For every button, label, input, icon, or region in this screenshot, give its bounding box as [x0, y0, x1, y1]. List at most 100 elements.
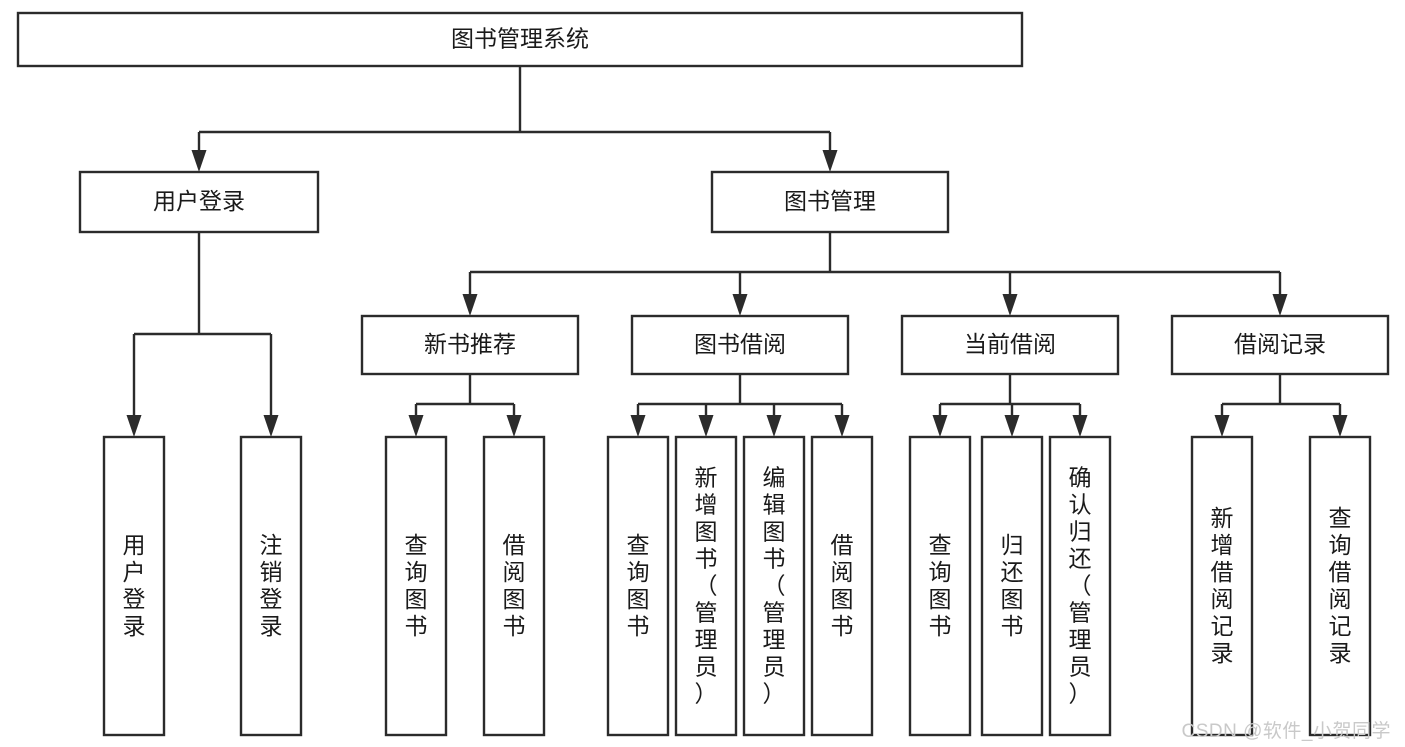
node-label-char: 归 [1069, 519, 1092, 545]
node-label-char: 注 [260, 532, 283, 558]
node-box-leaf-return-book[interactable] [980, 435, 1044, 737]
node-box-current-borrow[interactable] [900, 314, 1120, 376]
node-label-char: 管 [1069, 600, 1092, 626]
node-box-leaf-query-book-3[interactable] [908, 435, 972, 737]
arrow-head-icon [191, 150, 207, 172]
node-current-borrow[interactable]: 当前借阅 [900, 314, 1120, 376]
node-label-char: 图 [503, 586, 526, 612]
node-label-char: 理 [1069, 627, 1092, 653]
connector-layer [126, 66, 1348, 437]
node-label-char: 图 [627, 586, 650, 612]
node-leaf-add-record[interactable]: 新增借阅记录 [1190, 435, 1254, 737]
node-label-char: 询 [627, 559, 650, 585]
node-leaf-add-book[interactable]: 新增图书（管理员） [674, 435, 738, 737]
node-label-char: 询 [929, 559, 952, 585]
node-label-char: （ [1069, 573, 1092, 599]
connector-group [630, 374, 850, 437]
node-label-leaf-query-book-2: 查询图书 [627, 532, 650, 639]
node-leaf-query-book-3[interactable]: 查询图书 [908, 435, 972, 737]
node-leaf-edit-book[interactable]: 编辑图书（管理员） [742, 435, 806, 737]
node-box-leaf-borrow-book-1[interactable] [482, 435, 546, 737]
node-label-book-manage: 图书管理 [784, 188, 876, 214]
arrow-head-icon [1072, 415, 1088, 437]
arrow-head-icon [932, 415, 948, 437]
arrow-head-icon [1214, 415, 1230, 437]
node-label-char: （ [763, 573, 786, 599]
node-label-char: 录 [260, 613, 283, 639]
node-label-char: 书 [831, 613, 854, 639]
node-label-leaf-borrow-book-2: 借阅图书 [831, 532, 854, 639]
node-leaf-return-book[interactable]: 归还图书 [980, 435, 1044, 737]
node-leaf-query-book-1[interactable]: 查询图书 [384, 435, 448, 737]
node-box-borrow-record[interactable] [1170, 314, 1390, 376]
node-leaf-logout[interactable]: 注销登录 [239, 435, 303, 737]
node-book-borrow[interactable]: 图书借阅 [630, 314, 850, 376]
node-label-char: ） [763, 681, 786, 707]
node-label-char: 图 [763, 519, 786, 545]
node-label-leaf-confirm-return: 确认归还（管理员） [1069, 465, 1092, 707]
node-label-char: 还 [1001, 559, 1024, 585]
node-new-book-rec[interactable]: 新书推荐 [360, 314, 580, 376]
node-box-book-manage[interactable] [710, 170, 950, 234]
node-label-char: 书 [929, 613, 952, 639]
node-label-char: 借 [503, 532, 526, 558]
node-label-char: 查 [405, 532, 428, 558]
node-label-char: 借 [1329, 559, 1352, 585]
node-leaf-confirm-return[interactable]: 确认归还（管理员） [1048, 435, 1112, 737]
node-label-char: 辑 [763, 492, 786, 518]
arrow-head-icon [698, 415, 714, 437]
node-label-char: 借 [1211, 559, 1234, 585]
node-label-leaf-return-book: 归还图书 [1001, 532, 1024, 639]
node-box-leaf-add-book[interactable] [674, 435, 738, 737]
node-label-char: 用 [123, 532, 146, 558]
node-label-new-book-rec: 新书推荐 [424, 331, 516, 357]
arrow-head-icon [766, 415, 782, 437]
node-label-char: 图 [1001, 586, 1024, 612]
node-box-user-login[interactable] [78, 170, 320, 234]
connector-group [462, 232, 1288, 316]
node-box-leaf-borrow-book-2[interactable] [810, 435, 874, 737]
node-label-borrow-record: 借阅记录 [1234, 331, 1326, 357]
node-label-char: 询 [405, 559, 428, 585]
node-box-leaf-query-book-1[interactable] [384, 435, 448, 737]
arrow-head-icon [630, 415, 646, 437]
node-box-leaf-query-record[interactable] [1308, 435, 1372, 737]
connector-group [408, 374, 522, 437]
node-label-book-borrow: 图书借阅 [694, 331, 786, 357]
node-label-char: 登 [260, 586, 283, 612]
arrow-head-icon [1002, 294, 1018, 316]
node-label-char: 户 [123, 559, 146, 585]
node-box-leaf-user-login[interactable] [102, 435, 166, 737]
node-box-new-book-rec[interactable] [360, 314, 580, 376]
node-label-char: 图 [929, 586, 952, 612]
node-label-leaf-query-record: 查询借阅记录 [1329, 505, 1352, 666]
node-label-char: 新 [695, 465, 718, 491]
node-box-root[interactable] [16, 11, 1024, 68]
node-borrow-record[interactable]: 借阅记录 [1170, 314, 1390, 376]
node-leaf-borrow-book-1[interactable]: 借阅图书 [482, 435, 546, 737]
node-label-char: 阅 [503, 559, 526, 585]
node-root[interactable]: 图书管理系统 [16, 11, 1024, 68]
node-box-leaf-edit-book[interactable] [742, 435, 806, 737]
node-label-user-login: 用户登录 [153, 188, 245, 214]
node-box-leaf-logout[interactable] [239, 435, 303, 737]
node-label-leaf-query-book-1: 查询图书 [405, 532, 428, 639]
arrow-head-icon [1332, 415, 1348, 437]
node-label-char: 销 [260, 559, 283, 585]
node-book-manage[interactable]: 图书管理 [710, 170, 950, 234]
node-box-leaf-confirm-return[interactable] [1048, 435, 1112, 737]
node-leaf-query-record[interactable]: 查询借阅记录 [1308, 435, 1372, 737]
node-box-leaf-add-record[interactable] [1190, 435, 1254, 737]
node-leaf-user-login[interactable]: 用户登录 [102, 435, 166, 737]
node-leaf-borrow-book-2[interactable]: 借阅图书 [810, 435, 874, 737]
arrow-head-icon [126, 415, 142, 437]
node-user-login[interactable]: 用户登录 [78, 170, 320, 234]
node-label-leaf-edit-book: 编辑图书（管理员） [763, 465, 786, 707]
node-label-char: 图 [405, 586, 428, 612]
node-label-leaf-user-login: 用户登录 [123, 532, 146, 639]
node-label-char: 编 [763, 465, 786, 491]
node-box-book-borrow[interactable] [630, 314, 850, 376]
node-leaf-query-book-2[interactable]: 查询图书 [606, 435, 670, 737]
node-box-leaf-query-book-2[interactable] [606, 435, 670, 737]
